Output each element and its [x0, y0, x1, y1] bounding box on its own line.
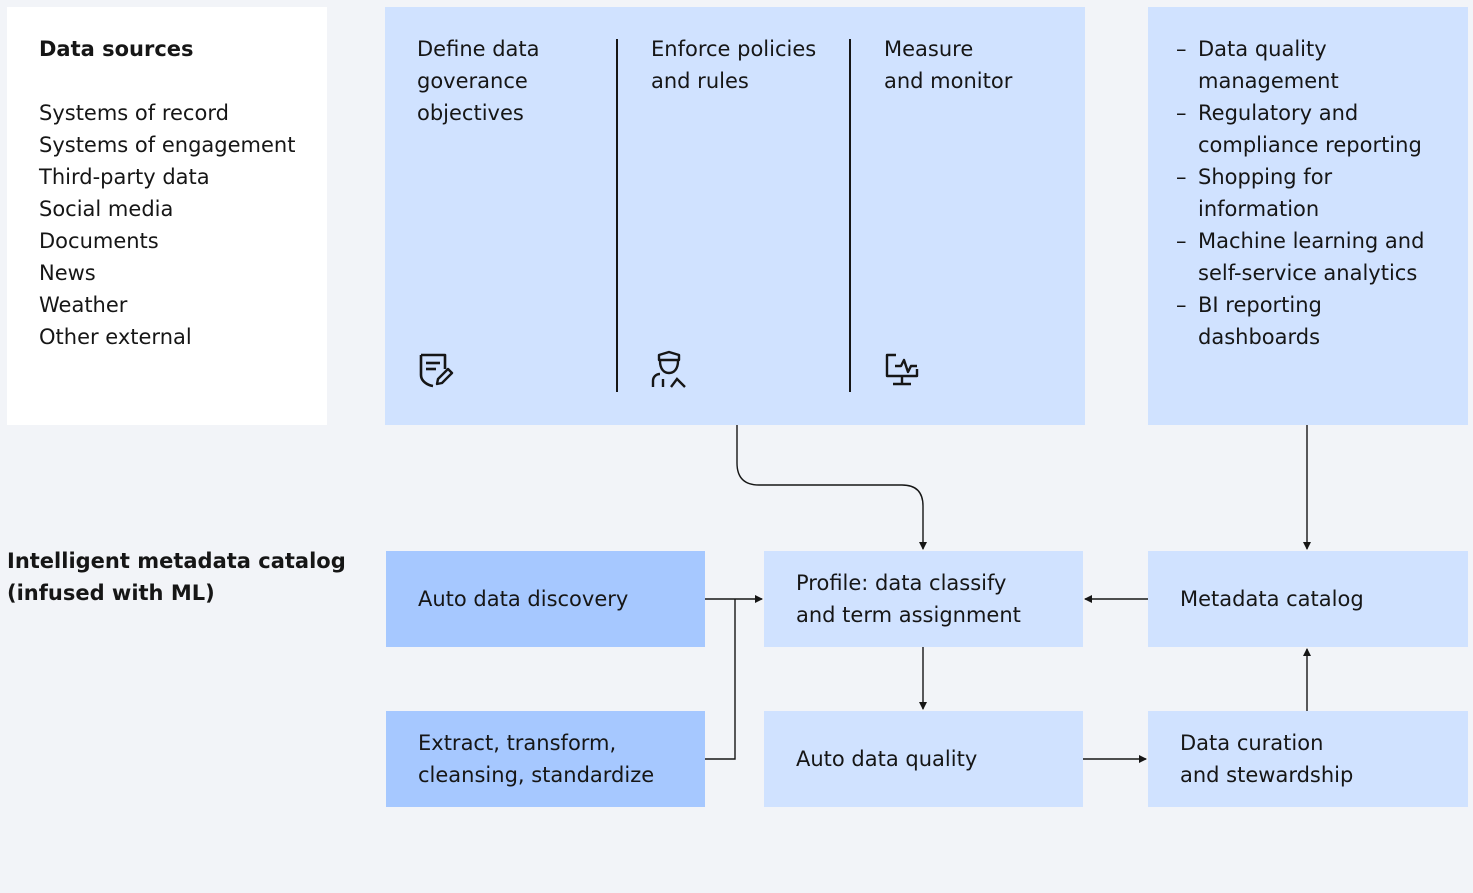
metadata-catalog-box: Metadata catalog — [1148, 551, 1468, 647]
auto-data-quality-label: Auto data quality — [796, 747, 978, 771]
metadata-catalog-label: Metadata catalog — [1180, 587, 1364, 611]
policy-document-edit-icon — [419, 353, 454, 388]
use-case-label: Machine learning and self-service analyt… — [1198, 229, 1425, 285]
data-source-item: Third-party data — [39, 165, 210, 189]
data-source-item: Weather — [39, 293, 128, 317]
use-case-item: Shopping for information — [1176, 161, 1456, 225]
governance-enforce-label: Enforce policies and rules — [651, 37, 817, 93]
use-case-item: BI reporting dashboards — [1176, 289, 1456, 353]
data-sources-title: Data sources — [39, 37, 194, 61]
profile-classify-box: Profile: data classify and term assignme… — [764, 551, 1083, 647]
governance-enforce-column: Enforce policies and rules — [619, 7, 851, 425]
auto-data-discovery-box: Auto data discovery — [386, 551, 705, 647]
use-case-label: BI reporting dashboards — [1198, 293, 1322, 349]
monitor-activity-icon — [885, 353, 919, 386]
use-case-label: Regulatory and compliance reporting — [1198, 101, 1422, 157]
governance-measure-column: Measure and monitor — [852, 7, 1084, 425]
data-curation-label: Data curation and stewardship — [1180, 731, 1354, 787]
column-divider — [849, 39, 851, 392]
data-curation-box: Data curation and stewardship — [1148, 711, 1468, 807]
data-source-item: Systems of engagement — [39, 133, 296, 157]
governance-measure-label: Measure and monitor — [884, 37, 1013, 93]
data-source-item: Systems of record — [39, 101, 229, 125]
governance-panel: Define data goverance objectives Enforce… — [385, 7, 1085, 425]
data-sources-list: Systems of record Systems of engagement … — [39, 97, 295, 353]
use-case-label: Data quality management — [1198, 37, 1339, 93]
use-cases-panel: Data quality management Regulatory and c… — [1148, 7, 1468, 425]
use-cases-list: Data quality management Regulatory and c… — [1176, 33, 1456, 353]
profile-classify-label: Profile: data classify and term assignme… — [796, 571, 1021, 627]
use-case-item: Regulatory and compliance reporting — [1176, 97, 1456, 161]
arrow-governance-to-profile — [736, 425, 927, 550]
use-case-label: Shopping for information — [1198, 165, 1333, 221]
governance-define-column: Define data goverance objectives — [385, 7, 617, 425]
catalog-section-label: Intelligent metadata catalog (infused wi… — [7, 549, 346, 605]
data-sources-panel: Data sources Systems of record Systems o… — [7, 7, 327, 425]
extract-transform-label: Extract, transform, cleansing, standardi… — [418, 731, 655, 787]
use-case-item: Machine learning and self-service analyt… — [1176, 225, 1456, 289]
column-divider — [616, 39, 618, 392]
use-case-item: Data quality management — [1176, 33, 1456, 97]
data-source-item: Social media — [39, 197, 174, 221]
data-source-item: Other external — [39, 325, 192, 349]
data-source-item: News — [39, 261, 96, 285]
line-extract-to-merge — [705, 599, 736, 760]
auto-data-discovery-label: Auto data discovery — [418, 587, 629, 611]
data-source-item: Documents — [39, 229, 159, 253]
governance-define-label: Define data goverance objectives — [417, 37, 540, 125]
enforcement-officer-icon — [651, 350, 686, 388]
auto-data-quality-box: Auto data quality — [764, 711, 1083, 807]
extract-transform-box: Extract, transform, cleansing, standardi… — [386, 711, 705, 807]
